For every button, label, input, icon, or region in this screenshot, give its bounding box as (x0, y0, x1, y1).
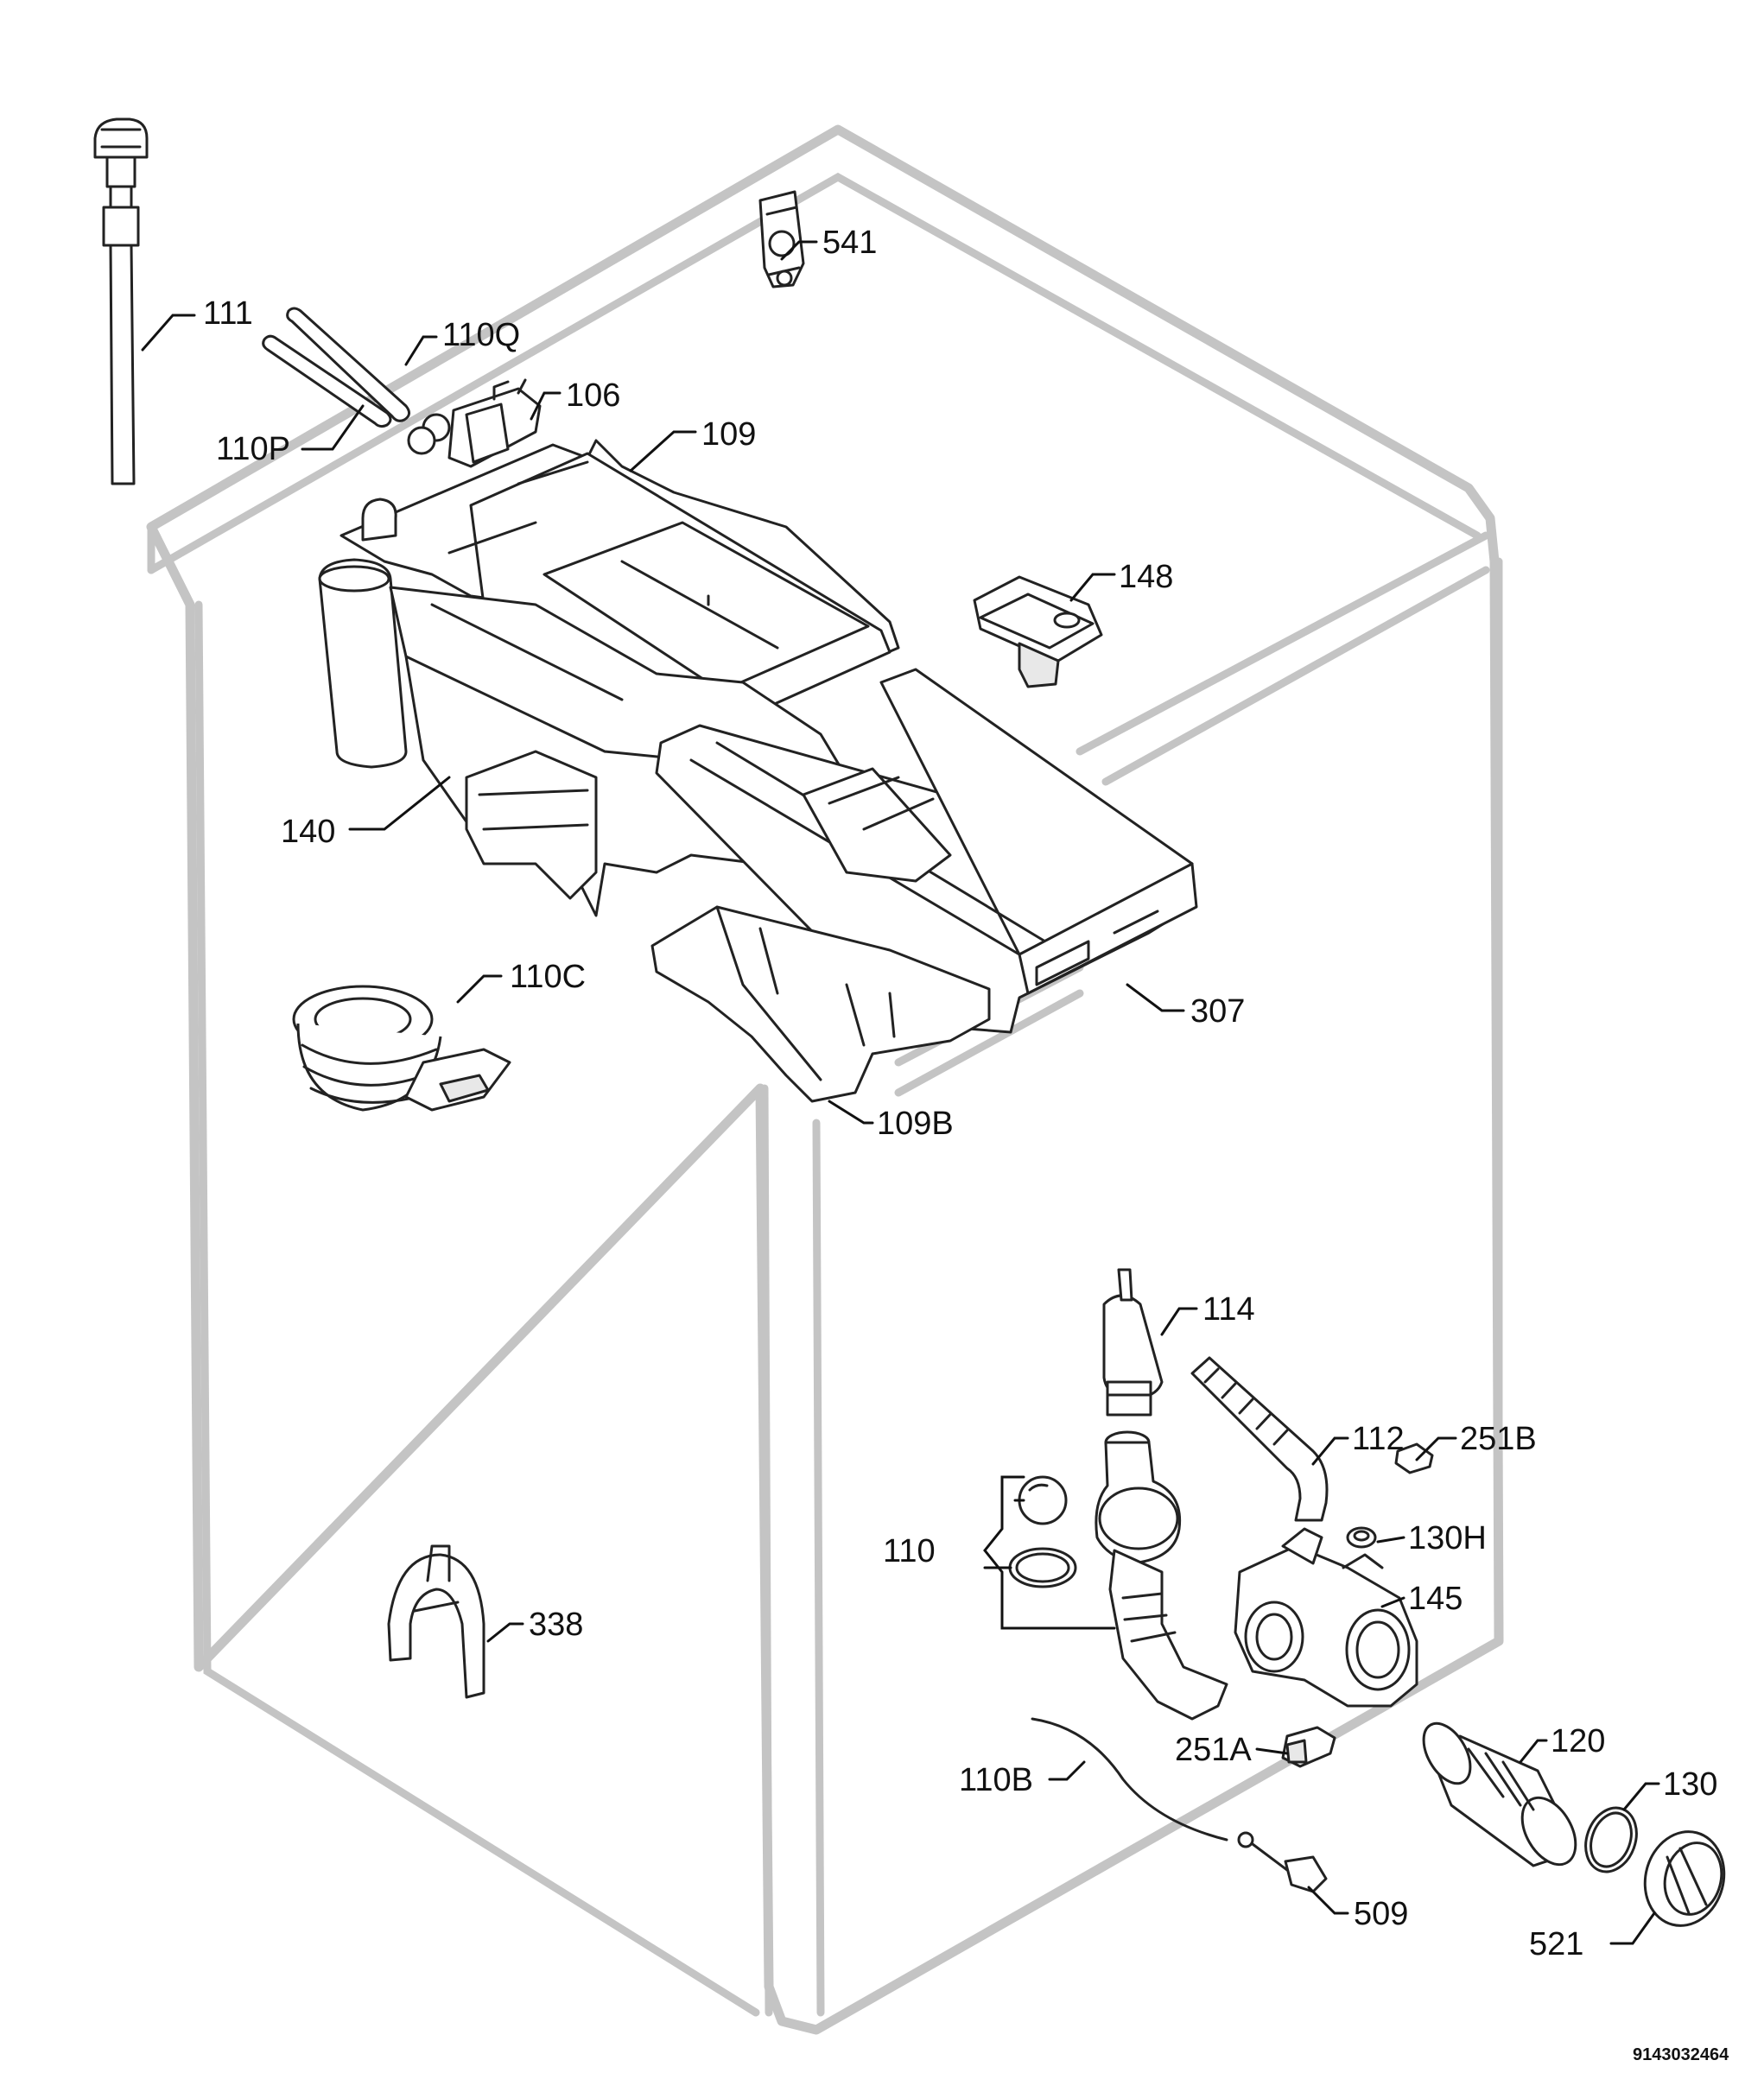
part-509-plug (1237, 1831, 1328, 1893)
label-114: 114 (1202, 1291, 1255, 1328)
part-120-filter (1422, 1721, 1577, 1867)
label-130: 130 (1663, 1766, 1717, 1803)
part-112-drain-hose (1190, 1356, 1329, 1522)
part-110C-bellows (292, 985, 511, 1112)
label-541: 541 (822, 225, 877, 261)
part-338-bracket (387, 1544, 485, 1699)
part-307-drawer (655, 668, 1198, 1034)
label-251B: 251B (1460, 1421, 1537, 1457)
label-140: 140 (281, 814, 335, 850)
part-109-dispenser-top (339, 439, 900, 732)
label-110: 110 (883, 1533, 936, 1569)
part-145-pump-housing (1234, 1527, 1418, 1708)
part-110P-tube (262, 334, 392, 428)
part-106-valve (407, 378, 542, 468)
part-111-inlet-hose (93, 117, 149, 485)
part-110B-cable (1031, 1717, 1228, 1842)
part-109B-channel (650, 905, 991, 1103)
document-number: 9143032464 (1633, 2045, 1729, 2064)
label-120: 120 (1551, 1723, 1605, 1759)
label-109: 109 (701, 416, 756, 453)
part-110-drain-pipe (1008, 1430, 1228, 1721)
callout-labels: 111 110Q 110P 106 109 541 148 140 110C 3… (203, 225, 1729, 2064)
label-106: 106 (566, 377, 620, 414)
label-509: 509 (1354, 1896, 1408, 1932)
label-110P: 110P (216, 431, 290, 467)
cabinet-outline (146, 124, 1504, 2035)
part-130-o-ring (1584, 1806, 1638, 1873)
label-338: 338 (529, 1607, 583, 1643)
part-114-sensor (1102, 1268, 1164, 1417)
label-307: 307 (1190, 993, 1245, 1030)
part-251A-clip (1281, 1726, 1336, 1768)
label-112: 112 (1352, 1421, 1405, 1457)
part-541-bracket (758, 190, 805, 288)
label-130H: 130H (1408, 1520, 1487, 1556)
label-251A: 251A (1175, 1732, 1252, 1768)
label-521: 521 (1529, 1926, 1583, 1962)
label-109B: 109B (877, 1106, 954, 1142)
label-110Q: 110Q (442, 317, 520, 353)
label-148: 148 (1119, 559, 1173, 595)
label-145: 145 (1408, 1581, 1463, 1617)
leader-lines (141, 240, 1660, 1945)
part-521-cap (1643, 1830, 1726, 1927)
part-110Q-tube (286, 307, 410, 422)
label-111: 111 (203, 295, 253, 332)
part-148-clip (973, 575, 1103, 688)
part-130H-seal (1346, 1526, 1377, 1549)
label-110C: 110C (510, 959, 586, 995)
label-110B: 110B (959, 1762, 1033, 1798)
part-251B-clip (1394, 1442, 1434, 1474)
